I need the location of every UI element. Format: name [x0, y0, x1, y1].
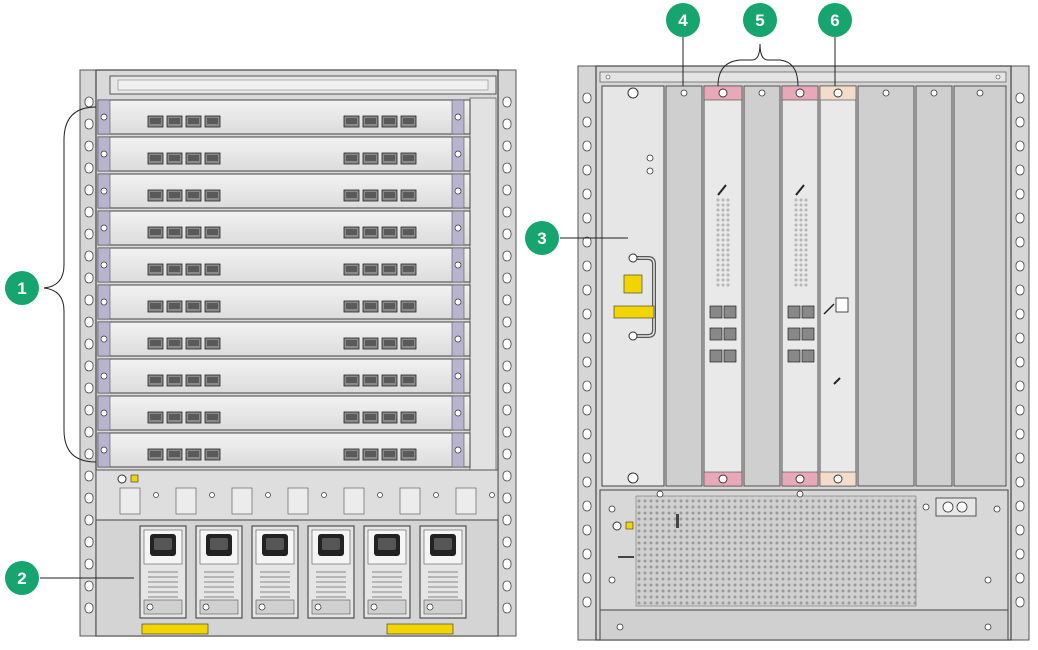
ground-label-icon	[130, 474, 139, 483]
front-chassis	[79, 69, 517, 637]
callout-2-badge: 2	[5, 561, 39, 595]
console-tool-icon	[717, 184, 727, 196]
callout-1-brace	[43, 106, 97, 463]
rear-slot	[819, 85, 857, 487]
callout-5-badge: 5	[743, 3, 777, 37]
front-brackets	[119, 487, 495, 515]
interface-card	[97, 99, 471, 135]
power-supply-unit	[307, 525, 355, 619]
interface-card	[97, 284, 471, 320]
rear-chassis	[577, 65, 1030, 641]
interface-card	[97, 432, 471, 468]
interface-card	[97, 136, 471, 172]
callout-3-badge: 3	[525, 221, 559, 255]
interface-card	[97, 321, 471, 357]
fan-warning-label	[613, 305, 655, 319]
power-supply-unit	[195, 525, 243, 619]
callout-1-badge: 1	[5, 271, 39, 305]
callout-6-badge: 6	[818, 3, 852, 37]
rear-vent-mesh	[635, 495, 917, 607]
ethernet-port-icon	[787, 349, 801, 363]
ground-screw-icon	[117, 474, 127, 484]
rear-ground-screw-icon	[612, 521, 622, 531]
svg-text:4: 4	[678, 11, 688, 30]
rear-slot	[915, 85, 953, 487]
ethernet-port-icon	[787, 327, 801, 341]
ethernet-port-icon	[709, 349, 723, 363]
fan-run-led-icon	[646, 154, 654, 162]
rear-slot	[743, 85, 781, 487]
interface-card	[97, 395, 471, 431]
ethernet-port-icon	[709, 327, 723, 341]
front-right-mounting-ear	[497, 69, 517, 637]
front-ear-holes	[84, 96, 512, 614]
rear-terminal-block	[935, 497, 977, 517]
ethernet-port-icon	[709, 305, 723, 319]
power-supply-unit	[139, 525, 187, 619]
svg-text:5: 5	[755, 11, 764, 30]
svg-text:1: 1	[17, 279, 26, 298]
rear-fabric-slots	[665, 85, 1007, 487]
ethernet-port-icon	[787, 305, 801, 319]
management-port-icon	[835, 297, 849, 313]
rear-ear-holes	[582, 92, 1025, 608]
warning-label-right	[386, 623, 454, 635]
front-left-mounting-ear	[79, 69, 99, 637]
power-supply-unit	[363, 525, 411, 619]
interface-card	[97, 173, 471, 209]
warning-label-left	[141, 623, 209, 635]
interface-card	[97, 210, 471, 246]
rear-slot	[953, 85, 1007, 487]
power-supply-unit	[251, 525, 299, 619]
front-slot-cards	[97, 99, 471, 468]
rear-slot	[857, 85, 915, 487]
callout-4-badge: 4	[666, 3, 700, 37]
interface-card	[97, 358, 471, 394]
interface-card	[97, 247, 471, 283]
callouts: 1 2 3 4 5 6	[5, 3, 852, 595]
rear-slot	[665, 85, 703, 487]
rear-ground-label-icon	[625, 521, 634, 530]
svg-text:2: 2	[17, 569, 26, 588]
fan-caution-label	[623, 274, 643, 294]
svg-text:3: 3	[537, 229, 546, 248]
power-supply-unit	[419, 525, 467, 619]
svg-text:6: 6	[830, 11, 839, 30]
power-supply-units	[139, 525, 467, 619]
console-tool-icon	[795, 184, 805, 196]
rear-slot	[703, 85, 743, 487]
callout-5-brace	[717, 43, 799, 87]
rear-slot	[781, 85, 819, 487]
fan-alm-led-icon	[646, 167, 654, 175]
